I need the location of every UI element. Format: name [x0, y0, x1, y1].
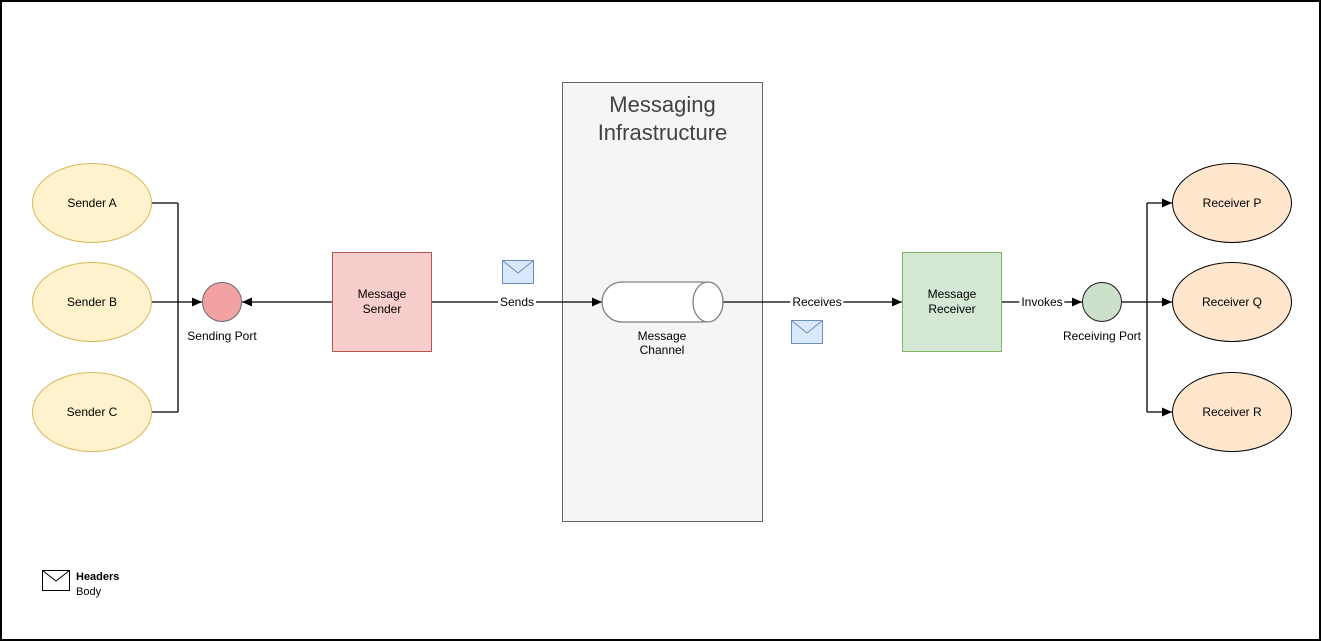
message-envelope-icon — [791, 320, 823, 344]
node-sender-c: Sender C — [32, 372, 152, 452]
receiver-p-label: Receiver P — [1202, 196, 1262, 210]
node-sender-a: Sender A — [32, 163, 152, 243]
node-sender-b: Sender B — [32, 262, 152, 342]
node-receiver-r: Receiver R — [1172, 372, 1292, 452]
legend-body-label: Body — [76, 586, 102, 598]
node-message-receiver: Message Receiver — [902, 252, 1002, 352]
sender-c-label: Sender C — [66, 405, 118, 419]
message-envelope-icon — [502, 260, 534, 284]
receiver-r-label: Receiver R — [1202, 405, 1262, 419]
node-sending-port — [202, 282, 242, 322]
node-receiving-port — [1082, 282, 1122, 322]
node-message-sender: Message Sender — [332, 252, 432, 352]
sender-b-label: Sender B — [66, 295, 118, 309]
legend-envelope-icon — [42, 570, 70, 591]
sender-a-label: Sender A — [67, 196, 117, 210]
messaging-infrastructure-title: Messaging Infrastructure — [597, 92, 728, 145]
edge-label-receives: Receives — [790, 295, 844, 309]
node-receiver-p: Receiver P — [1172, 163, 1292, 243]
node-receiver-q: Receiver Q — [1172, 262, 1292, 342]
receiver-q-label: Receiver Q — [1201, 295, 1263, 309]
edge-label-sends: Sends — [497, 295, 537, 309]
message-sender-label: Message Sender — [357, 287, 407, 316]
legend-headers-label: Headers — [76, 571, 120, 583]
message-channel-label: Message Channel — [637, 329, 687, 357]
receiving-port-label: Receiving Port — [1062, 329, 1142, 343]
messaging-infrastructure-container: Messaging Infrastructure — [562, 82, 763, 522]
edge-label-invokes: Invokes — [1019, 295, 1065, 309]
sending-port-label: Sending Port — [187, 329, 257, 343]
message-receiver-label: Message Receiver — [927, 287, 977, 316]
